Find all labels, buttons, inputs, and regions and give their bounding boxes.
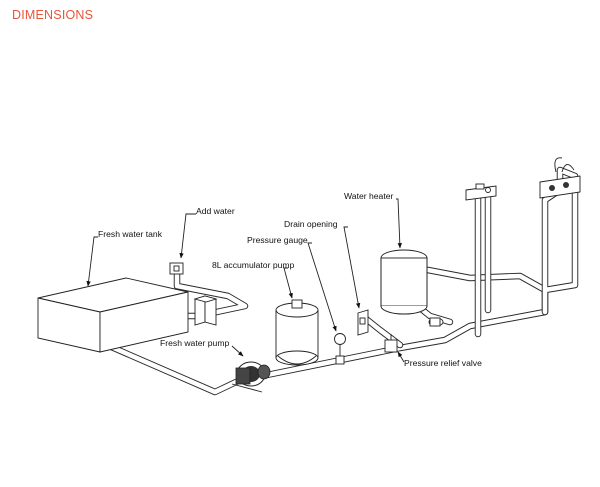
pressure-gauge (334, 333, 346, 365)
pressure-relief-valve (384, 334, 398, 353)
label-fresh-water-pump: Fresh water pump (160, 338, 229, 348)
water-heater (380, 249, 428, 315)
label-add-water: Add water (196, 206, 235, 216)
label-drain-opening: Drain opening (284, 219, 338, 229)
shower-hose (554, 157, 575, 173)
pipe-network (96, 166, 579, 396)
fresh-water-tank (37, 277, 189, 353)
drain-opening-fitting (357, 309, 369, 336)
label-fresh-water-tank: Fresh water tank (98, 229, 163, 239)
labels: Add water Fresh water tank 8L accumulato… (98, 191, 482, 368)
label-water-heater: Water heater (344, 191, 393, 201)
accumulator-tank (275, 299, 319, 366)
pipe-tank-to-pump-inner (97, 339, 239, 395)
fresh-water-pump (231, 361, 271, 393)
page-title: DIMENSIONS (12, 8, 94, 22)
pipe-fill-inlet-inner (172, 271, 248, 319)
leader-lines (86, 198, 405, 363)
add-water-fitting (169, 262, 184, 275)
pipe-riser-right-inner (542, 167, 578, 315)
faucet-fixture-left (465, 183, 497, 201)
label-accumulator-pump: 8L accumulator pump (212, 260, 295, 270)
junction-box (193, 295, 218, 326)
label-pressure-relief-valve: Pressure relief valve (404, 358, 482, 368)
label-pressure-gauge: Pressure gauge (247, 235, 308, 245)
faucet-fixture-right (539, 175, 581, 199)
inline-filter (428, 317, 444, 327)
